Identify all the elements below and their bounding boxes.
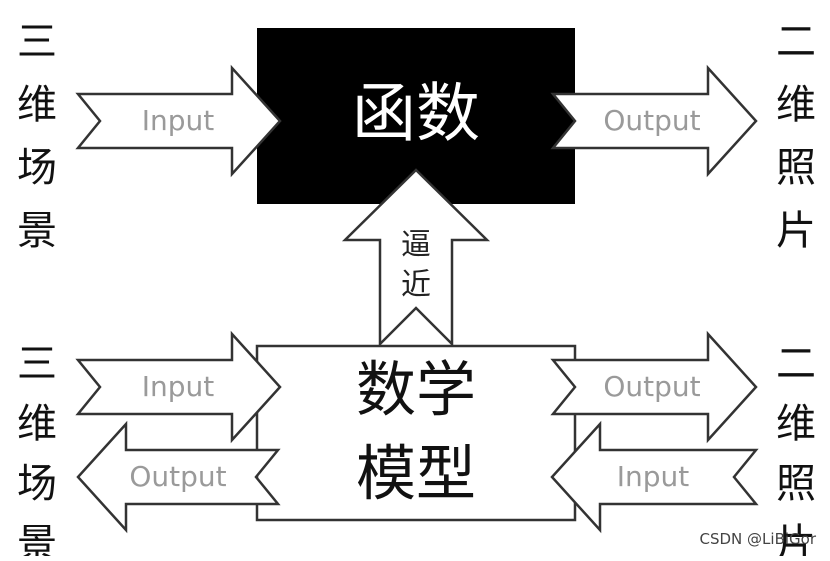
bottom-left-scene-label-char: 维 — [17, 401, 57, 447]
top-right-photo-label-char: 照 — [776, 145, 816, 191]
bottom-input-arrow — [75, 330, 282, 444]
approx-label-char1: 逼 — [401, 228, 431, 263]
bottom-right-photo-label-char: 二 — [776, 341, 816, 387]
model-box — [255, 344, 577, 522]
top-left-scene-label-char: 维 — [17, 82, 57, 128]
model-label-line2: 模型 — [356, 440, 476, 510]
top-left-scene-label-char: 场 — [17, 145, 57, 191]
bottom-right-photo-label-char: 片 — [776, 521, 816, 556]
top-left-scene-label-char: 三 — [17, 19, 57, 65]
top-left-scene-label-char: 景 — [17, 208, 57, 254]
bottom-left-output-label: Output — [129, 460, 226, 493]
bottom-right-output-label: Output — [603, 370, 700, 403]
top-right-photo-label-char: 维 — [776, 82, 816, 128]
top-right-photo-label-char: 片 — [776, 208, 816, 254]
bottom-right-photo-label-char: 照 — [776, 461, 816, 507]
bottom-right-input-arrow — [550, 420, 759, 534]
bottom-left-output-arrow — [76, 420, 281, 534]
bottom-left-scene-label-char: 场 — [17, 461, 57, 507]
approx-up-arrow — [341, 168, 491, 348]
bottom-input-label: Input — [142, 370, 215, 403]
top-output-label: Output — [603, 104, 700, 137]
approx-label-char2: 近 — [401, 268, 431, 303]
bottom-left-scene-label-char: 景 — [17, 521, 57, 556]
top-output-arrow — [550, 64, 758, 178]
model-label-line1: 数学 — [356, 356, 476, 426]
top-input-label: Input — [142, 104, 215, 137]
watermark: CSDN @LiBiGor — [699, 530, 816, 548]
top-right-photo-label-char: 二 — [776, 19, 816, 65]
function-label: 函数 — [352, 78, 480, 152]
bottom-left-scene-label-char: 三 — [17, 341, 57, 387]
bottom-right-output-arrow — [550, 330, 758, 444]
bottom-right-input-label: Input — [617, 460, 690, 493]
top-input-arrow — [75, 64, 282, 178]
bottom-right-photo-label-char: 维 — [776, 401, 816, 447]
